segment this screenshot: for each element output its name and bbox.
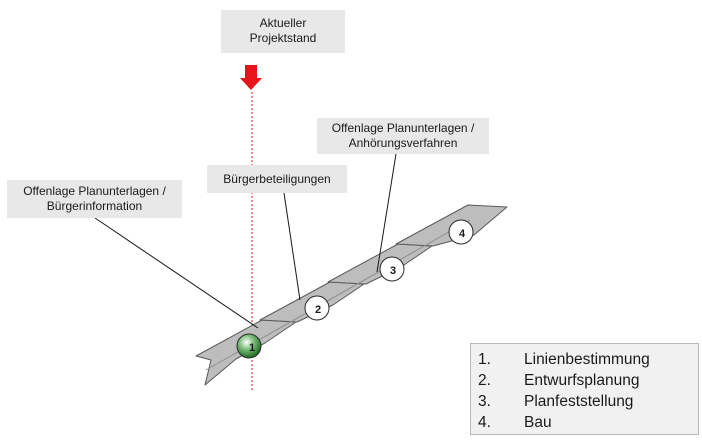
callout-line-1: Offenlage Planunterlagen /	[331, 121, 475, 135]
connector-offenlage-buergerinfo	[94, 217, 259, 329]
step-circle-1: 1	[236, 333, 262, 359]
legend-label: Entwurfsplanung	[524, 372, 640, 389]
callout-line-1: Bürgerbeteiligungen	[223, 172, 331, 186]
connector-offenlage-anhoerung	[376, 153, 397, 273]
step-number: 1	[249, 342, 255, 354]
legend-number: 3.	[478, 393, 491, 410]
legend-number: 4.	[478, 414, 491, 431]
step-circle-3: 3	[379, 256, 405, 282]
legend-label: Linienbestimmung	[524, 351, 650, 368]
callout-buergerbeteiligungen: Bürgerbeteiligungen	[207, 165, 347, 193]
phase-legend: 1. Linienbestimmung 2. Entwurfsplanung 3…	[470, 343, 699, 435]
legend-item: 4. Bau	[478, 412, 698, 433]
current-status-label: Aktueller Projektstand	[221, 10, 345, 53]
legend-item: 3. Planfeststellung	[478, 391, 698, 412]
legend-number: 2.	[478, 372, 491, 389]
legend-item: 1. Linienbestimmung	[478, 349, 698, 370]
callout-line-1: Offenlage Planunterlagen /	[23, 184, 166, 198]
status-line-1: Aktueller	[259, 16, 307, 30]
step-circle-2: 2	[304, 295, 330, 321]
step-number: 3	[390, 265, 396, 277]
callout-offenlage-buergerinfo: Offenlage Planunterlagen / Bürgerinforma…	[7, 180, 182, 218]
legend-item: 2. Entwurfsplanung	[478, 370, 698, 391]
down-arrow-icon	[240, 65, 262, 90]
chevron-segment-3	[327, 243, 433, 285]
legend-label: Planfeststellung	[524, 393, 634, 410]
callout-offenlage-anhoerung: Offenlage Planunterlagen / Anhörungsverf…	[317, 118, 489, 154]
legend-label: Bau	[524, 414, 552, 431]
step-number: 4	[459, 228, 466, 240]
status-line-2: Projektstand	[249, 31, 317, 45]
callout-line-2: Bürgerinformation	[46, 199, 143, 213]
step-number: 2	[315, 304, 321, 316]
callout-line-2: Anhörungsverfahren	[348, 136, 458, 150]
step-circle-4: 4	[448, 219, 474, 245]
connector-buergerbeteiligungen	[283, 192, 301, 301]
legend-number: 1.	[478, 351, 491, 368]
